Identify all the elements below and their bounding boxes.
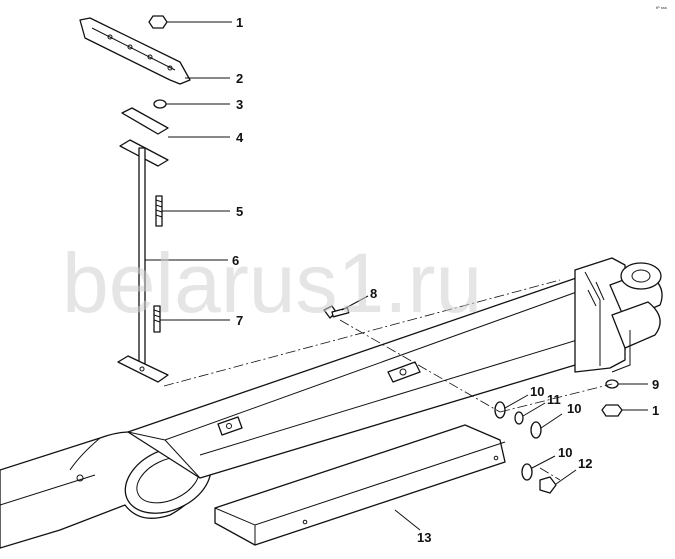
- callout-7-bolt: 7: [236, 313, 243, 328]
- callout-5-bolt: 5: [236, 204, 243, 219]
- callout-2-clamp-plate: 2: [236, 71, 243, 86]
- callout-10-washer-b: 10: [567, 401, 581, 416]
- tie-rod-assembly: [79, 15, 191, 383]
- callout-1-nut-right: 1: [652, 403, 659, 418]
- fork-end: [574, 257, 663, 373]
- guard-hardware: [494, 401, 557, 494]
- center-lines: [163, 279, 613, 481]
- callout-8-bolt: 8: [370, 286, 377, 301]
- callout-12-nut: 12: [578, 456, 592, 471]
- callout-10-washer-a: 10: [530, 384, 544, 399]
- callout-13-guard: 13: [417, 530, 431, 545]
- watermark: belarus1.ru: [62, 236, 482, 330]
- callout-3-washer: 3: [236, 97, 243, 112]
- callout-11-spring-washer: 11: [547, 392, 561, 407]
- callout-4-bracket-plate: 4: [236, 130, 244, 145]
- callout-9-washer: 9: [652, 377, 659, 392]
- guard-channel: [214, 424, 506, 546]
- leader-lines: [145, 21, 648, 531]
- main-beam: [0, 274, 626, 549]
- callout-1-nut: 1: [236, 15, 243, 30]
- callout-6-tie-rod: 6: [232, 253, 239, 268]
- beam-bolt: [323, 305, 350, 319]
- corner-mark: tP sss: [656, 5, 667, 10]
- callout-labels: 1 2 3 4 5 6 7 8 9 1 10 11 10 10 12 13: [232, 15, 659, 545]
- callout-10-washer-c: 10: [558, 445, 572, 460]
